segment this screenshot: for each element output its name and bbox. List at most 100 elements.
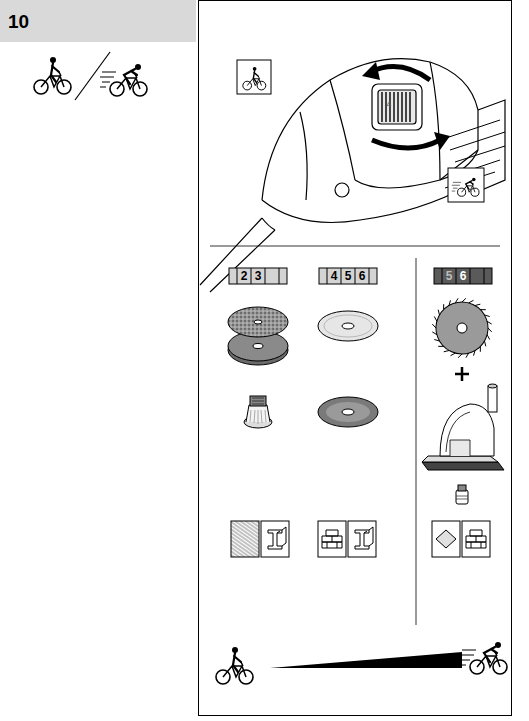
cutting-guide-hood [422, 384, 504, 470]
figure-header [0, 0, 196, 42]
cutting-guide-hood-part [450, 440, 470, 456]
cutting-guide-hood-part [422, 456, 498, 462]
dial-number: 4 [384, 98, 394, 110]
cutting-guide-hood-part [488, 384, 497, 388]
adapter-nut-part [458, 485, 466, 491]
speed-strips [229, 268, 492, 284]
speed-setting: 6 [456, 269, 470, 283]
grinder-illustration-part [262, 59, 478, 200]
plus-sign [455, 367, 469, 381]
grinding-disc-part [342, 409, 354, 415]
material-icons-part [231, 521, 259, 557]
diamond-blade-part [432, 298, 491, 357]
speed-setting: 6 [355, 269, 369, 283]
material-icons-part [322, 530, 342, 548]
diamond-blade [429, 295, 496, 362]
speed-ramp-part [270, 652, 462, 668]
speed-ramp-part [216, 647, 253, 684]
grinding-disc-part [318, 397, 378, 427]
figure-header-part [0, 0, 196, 42]
cutting-disc [318, 311, 378, 341]
speed-arrows [362, 62, 450, 150]
speed-strips-part [319, 268, 377, 284]
speed-setting: 5 [341, 269, 355, 283]
speed-arrows-part [434, 132, 450, 150]
fast-speed-icon [448, 168, 484, 202]
speed-strips-part [237, 268, 238, 284]
speed-setting: 4 [327, 269, 341, 283]
speed-strips-part [442, 268, 443, 284]
cutting-guide-hood-part [488, 386, 497, 412]
grinder-illustration-part [335, 183, 349, 197]
speed-strips-part [355, 268, 356, 284]
speed-strips-part [279, 268, 280, 284]
adapter-nut [456, 485, 468, 504]
material-icons-part [432, 521, 460, 557]
grinder-illustration-part [382, 92, 410, 122]
grinder-illustration [200, 59, 505, 292]
speed-strips-part [369, 268, 370, 284]
grinder-illustration-part [378, 90, 416, 124]
slow-speed-icon-part [237, 60, 271, 94]
figure-frame [199, 1, 512, 716]
material-icons-part [466, 530, 486, 548]
material-icons [231, 521, 490, 557]
figure-frame-part [199, 1, 512, 716]
speed-setting: 2 [237, 269, 251, 283]
cup-brush-part [250, 396, 266, 406]
cutting-disc-part [324, 315, 372, 337]
speed-setting: 3 [251, 269, 265, 283]
cup-brush-part [252, 398, 264, 404]
speed-strips-part [456, 268, 457, 284]
grinder-illustration-part [330, 62, 440, 180]
grinder-illustration-part [262, 185, 470, 223]
speed-strips-part [470, 268, 471, 284]
material-icons-part [277, 527, 286, 546]
header-speed-symbols-part [100, 64, 147, 96]
grinding-disc-part [326, 402, 370, 422]
material-icons-part [348, 521, 376, 557]
sanding-discs-part [253, 344, 263, 349]
speed-strips-part [265, 268, 266, 284]
sanding-discs [228, 307, 288, 365]
fast-speed-icon-part [452, 178, 479, 197]
material-icons-part [462, 521, 490, 557]
speed-ramp-part [460, 642, 507, 674]
speed-setting: 5 [442, 269, 456, 283]
header-speed-symbols [34, 52, 147, 100]
cutting-guide-hood-part [422, 462, 504, 470]
cutting-disc-part [318, 311, 378, 341]
sanding-discs-part [254, 320, 262, 324]
speed-ramp [216, 642, 507, 684]
grinder-illustration-part [262, 218, 275, 230]
figure-frame-part [210, 246, 500, 247]
diamond-blade-part [429, 295, 496, 362]
speed-arrows-part [372, 140, 440, 148]
speed-strips-part [434, 268, 492, 284]
material-icons-part [436, 530, 456, 548]
material-icons-part [355, 530, 369, 549]
material-icons-part [261, 521, 289, 557]
header-speed-symbols-part [34, 57, 71, 94]
cutting-guide-hood-part [440, 404, 494, 456]
sanding-discs-part [228, 307, 288, 337]
figure-number: 10 [8, 11, 48, 33]
speed-strips-part [327, 268, 328, 284]
header-speed-symbols-part [75, 52, 110, 100]
cutting-disc-part [342, 323, 354, 329]
speed-strips-part [229, 268, 287, 284]
speed-strips-part [251, 268, 252, 284]
adapter-nut-part [456, 496, 468, 499]
grinding-disc [318, 397, 378, 427]
material-icons-part [318, 521, 346, 557]
fast-speed-icon-part [448, 168, 484, 202]
material-icons-part [364, 527, 373, 546]
cup-brush-part [250, 410, 266, 424]
grinder-illustration-part [300, 112, 307, 200]
figure-frame-part [416, 258, 417, 625]
slow-speed-icon-part [243, 67, 266, 90]
speed-strips-part [484, 268, 485, 284]
grinder-illustration-part [372, 84, 422, 130]
material-icons-part [268, 530, 282, 549]
